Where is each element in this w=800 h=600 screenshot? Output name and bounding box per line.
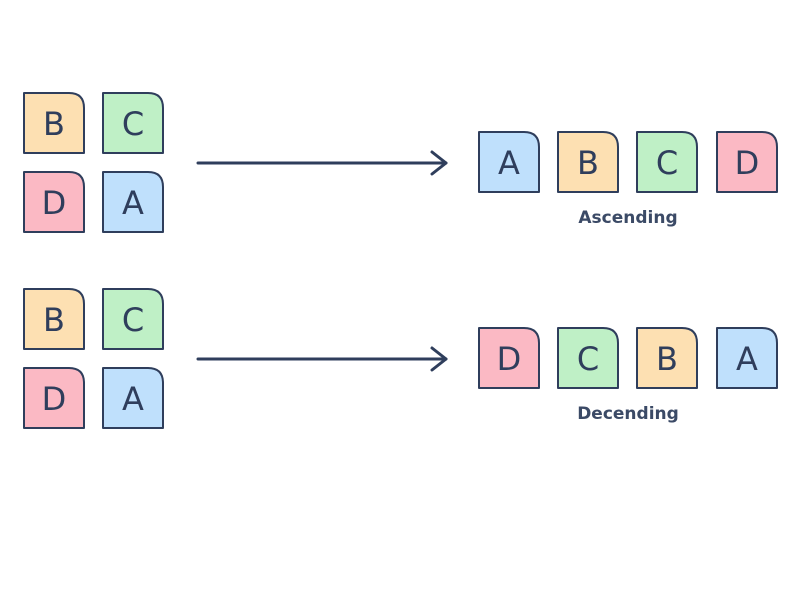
- ascending-arrow: [196, 150, 448, 176]
- card-letter: D: [497, 340, 522, 378]
- card-background: [102, 367, 164, 429]
- card-letter: A: [122, 184, 144, 222]
- input-card-b: B: [23, 92, 85, 154]
- output-card-b: B: [636, 327, 698, 389]
- card-background: [478, 131, 540, 193]
- card-background: [716, 327, 778, 389]
- input-card-c: C: [102, 92, 164, 154]
- card-letter: C: [122, 105, 144, 143]
- card-background: [716, 131, 778, 193]
- card-letter: D: [735, 144, 760, 182]
- card-background: [636, 131, 698, 193]
- card-letter: D: [42, 380, 67, 418]
- card-letter: B: [577, 144, 599, 182]
- output-card-d: D: [478, 327, 540, 389]
- output-card-d: D: [716, 131, 778, 193]
- card-background: [102, 171, 164, 233]
- card-background: [557, 131, 619, 193]
- output-card-a: A: [478, 131, 540, 193]
- descending-arrow: [196, 346, 448, 372]
- input-card-b: B: [23, 288, 85, 350]
- output-card-c: C: [636, 131, 698, 193]
- card-background: [557, 327, 619, 389]
- card-letter: D: [42, 184, 67, 222]
- card-background: [23, 288, 85, 350]
- input-card-d: D: [23, 171, 85, 233]
- ascending-caption: Ascending: [578, 208, 677, 228]
- card-letter: A: [122, 380, 144, 418]
- arrow-head-icon: [430, 150, 448, 176]
- card-background: [102, 288, 164, 350]
- card-background: [478, 327, 540, 389]
- input-card-a: A: [102, 171, 164, 233]
- card-background: [23, 171, 85, 233]
- output-card-c: C: [557, 327, 619, 389]
- card-background: [102, 92, 164, 154]
- output-card-b: B: [557, 131, 619, 193]
- card-letter: B: [656, 340, 678, 378]
- card-letter: A: [736, 340, 758, 378]
- card-letter: C: [656, 144, 678, 182]
- input-card-a: A: [102, 367, 164, 429]
- card-letter: A: [498, 144, 520, 182]
- descending-caption: Decending: [577, 404, 679, 424]
- output-card-a: A: [716, 327, 778, 389]
- input-card-c: C: [102, 288, 164, 350]
- card-letter: B: [43, 301, 65, 339]
- arrow-head-icon: [430, 346, 448, 372]
- card-letter: C: [122, 301, 144, 339]
- input-card-d: D: [23, 367, 85, 429]
- card-letter: C: [577, 340, 599, 378]
- card-letter: B: [43, 105, 65, 143]
- card-background: [636, 327, 698, 389]
- card-background: [23, 92, 85, 154]
- card-background: [23, 367, 85, 429]
